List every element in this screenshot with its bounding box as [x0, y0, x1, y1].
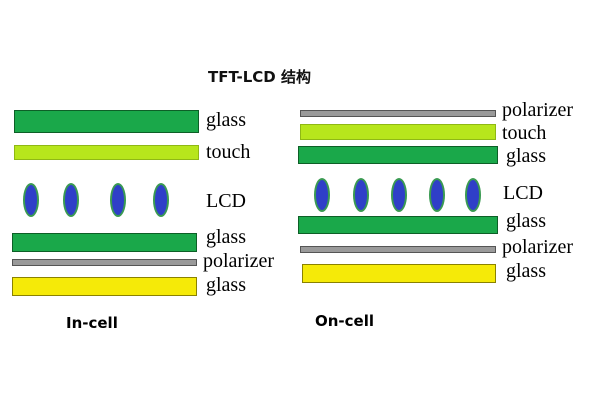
- on-cell-touch-layer: [300, 124, 496, 140]
- on-cell-liquid-crystal-4: [429, 178, 445, 212]
- on-cell-liquid-crystal-2: [353, 178, 369, 212]
- on-cell-glass-mid-layer: [298, 216, 498, 234]
- on-cell-caption: On-cell: [315, 312, 375, 330]
- on-cell-glass-top-layer: [298, 146, 498, 164]
- on-cell-touch-label: touch: [502, 122, 547, 144]
- in-cell-touch-layer: [14, 145, 199, 160]
- on-cell-glass-mid-label: glass: [506, 210, 546, 232]
- in-cell-liquid-crystal-4: [153, 183, 169, 217]
- in-cell-lcd-label: LCD: [206, 190, 246, 212]
- on-cell-liquid-crystal-3: [391, 178, 407, 212]
- in-cell-caption: In-cell: [66, 314, 118, 332]
- in-cell-touch-label: touch: [206, 141, 251, 163]
- on-cell-polarizer-bottom-label: polarizer: [502, 236, 574, 258]
- in-cell-liquid-crystal-2: [63, 183, 79, 217]
- in-cell-glass-mid-layer: [12, 233, 197, 252]
- in-cell-liquid-crystal-3: [110, 183, 126, 217]
- on-cell-polarizer-bottom-layer: [300, 246, 496, 253]
- on-cell-liquid-crystal-1: [314, 178, 330, 212]
- on-cell-glass-bottom-label: glass: [506, 260, 546, 282]
- on-cell-liquid-crystal-5: [465, 178, 481, 212]
- on-cell-glass-top-label: glass: [506, 145, 546, 167]
- in-cell-glass-bottom-layer: [12, 277, 197, 296]
- diagram-title: TFT-LCD 结构: [208, 68, 311, 86]
- on-cell-glass-bottom-layer: [302, 264, 496, 283]
- in-cell-liquid-crystal-1: [23, 183, 39, 217]
- in-cell-glass-bottom-label: glass: [206, 274, 246, 296]
- on-cell-lcd-label: LCD: [503, 182, 543, 204]
- in-cell-glass-top-label: glass: [206, 109, 246, 131]
- on-cell-polarizer-top-label: polarizer: [502, 99, 574, 121]
- in-cell-polarizer-layer: [12, 259, 197, 266]
- in-cell-polarizer-label: polarizer: [203, 250, 275, 272]
- on-cell-polarizer-top-layer: [300, 110, 496, 117]
- in-cell-glass-mid-label: glass: [206, 226, 246, 248]
- in-cell-glass-top-layer: [14, 110, 199, 133]
